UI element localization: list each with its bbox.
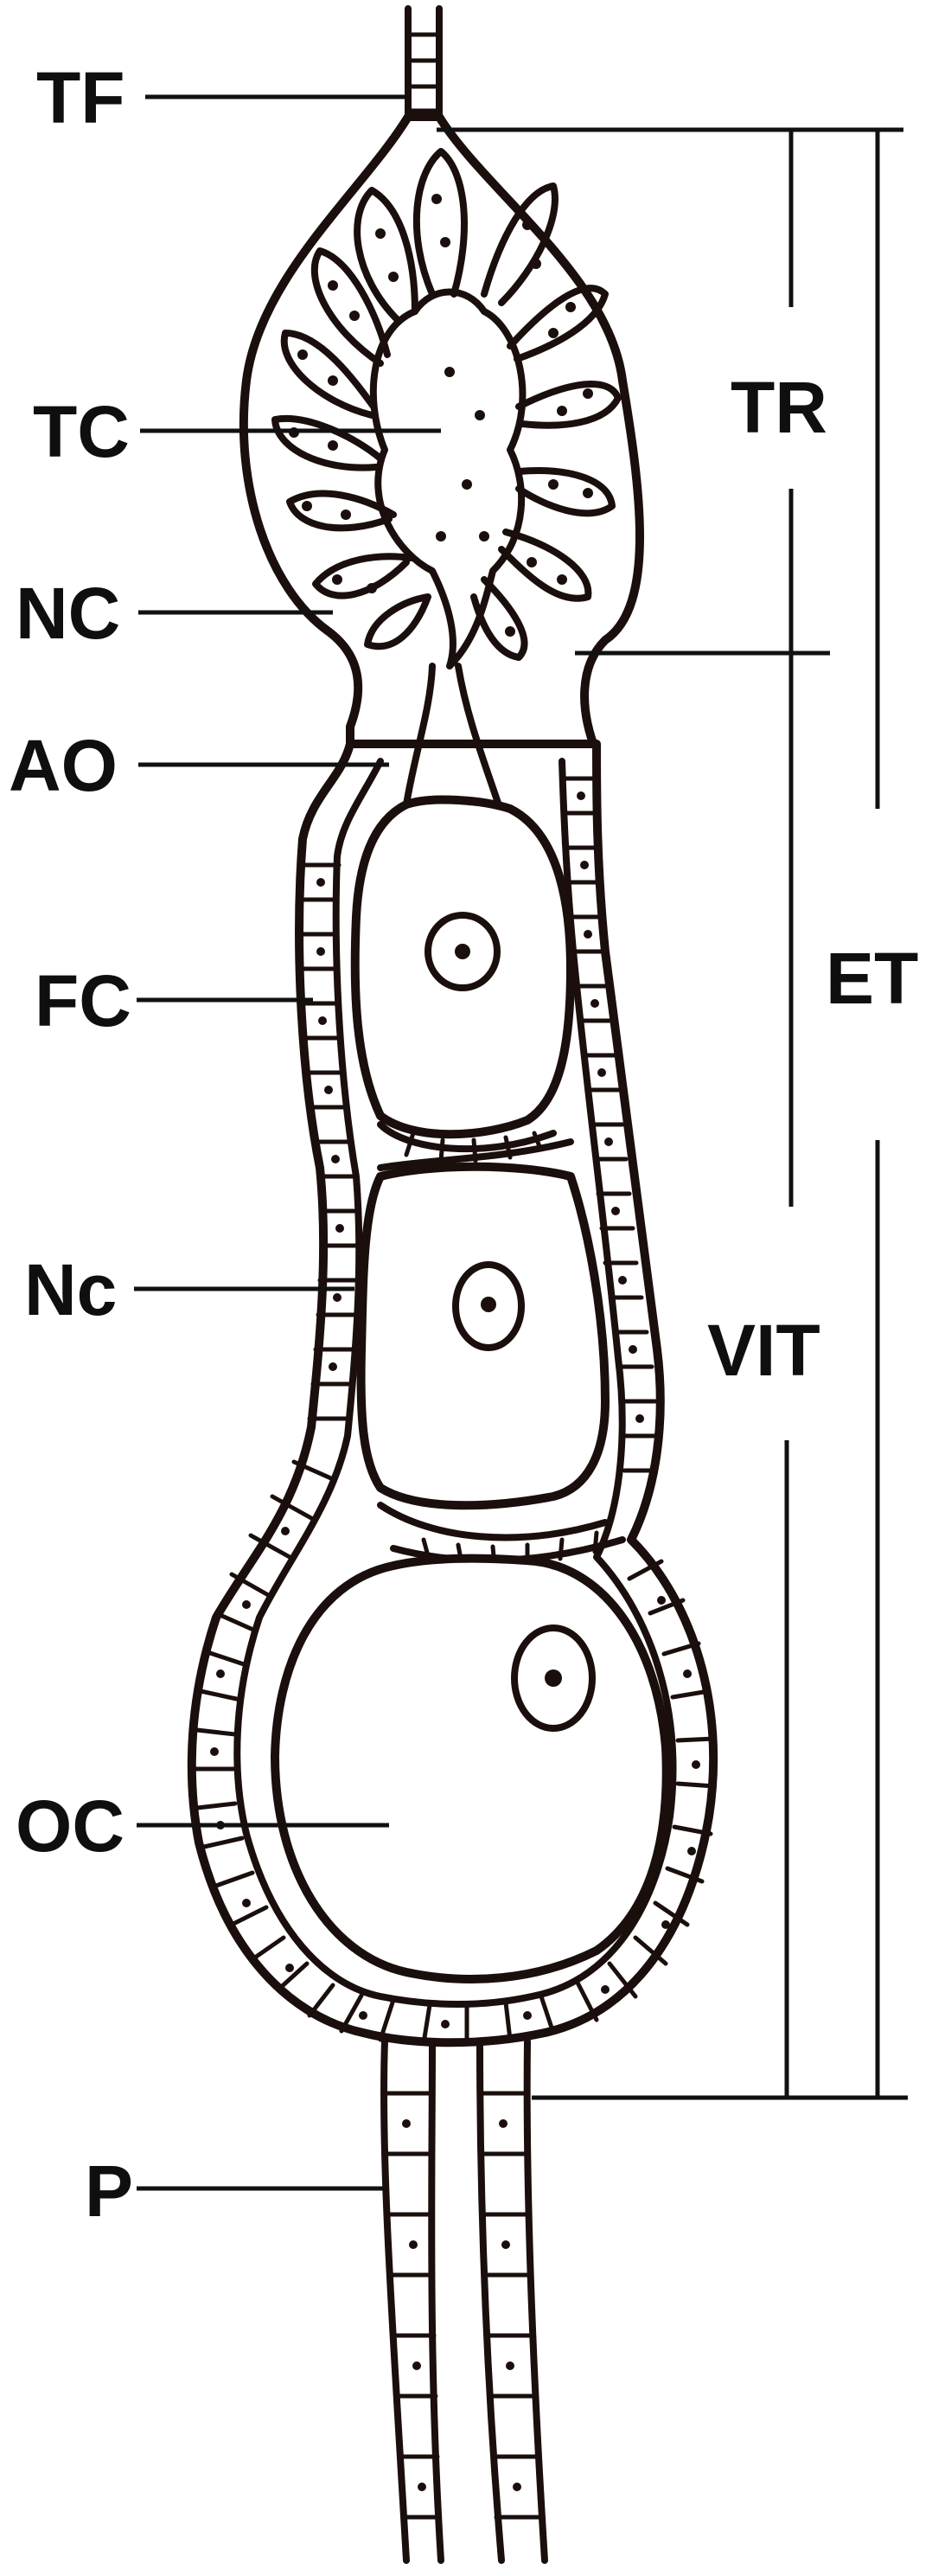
right-brackets: TR VIT ET [437,127,918,2100]
trophic-core [369,288,527,670]
label-tr: TR [731,367,827,448]
tropharium [239,112,644,757]
label-oc: OC [16,1785,124,1867]
label-p: P [85,2150,133,2232]
nutritive-cord [403,663,505,817]
left-labels: TF TC NC AO FC Nc OC P [9,57,441,2232]
oocyte-mature [271,1554,671,1983]
oocyte-follicles [271,663,671,1983]
nurse-cell-lobes [271,148,622,661]
germarium-nuclei [289,194,593,637]
label-fc: FC [35,960,131,1041]
ovariole-inner-wall [233,758,677,2008]
oocyte-nucleus-mature [511,1624,596,1732]
label-nc-upper: NC [16,573,120,654]
label-tf: TF [36,57,125,138]
oocyte-nucleus-middle [452,1261,525,1351]
label-vit: VIT [707,1310,820,1391]
pedicel [380,2038,548,2564]
follicle-cell-nuclei [210,791,700,2028]
terminal-filament [405,5,443,125]
oocyte-young [350,795,575,1139]
label-nc-lower: Nc [24,1249,117,1330]
oocyte-middle [356,1162,610,1510]
label-tc: TC [33,391,130,472]
label-ao: AO [9,725,118,806]
label-et: ET [826,938,918,1019]
follicle-cell-boundaries [193,776,717,2046]
oocyte-nucleus-young [425,912,501,991]
